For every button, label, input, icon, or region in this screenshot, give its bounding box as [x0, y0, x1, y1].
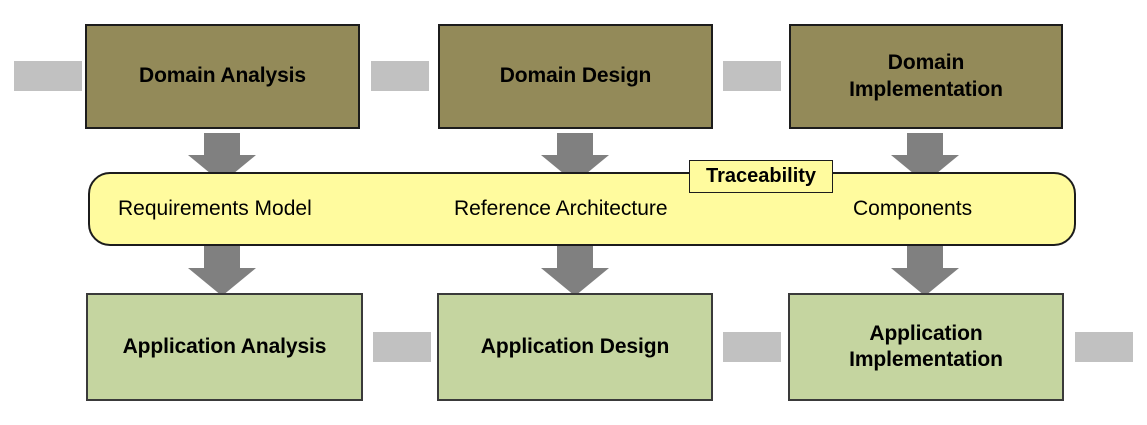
- arrow-shaft: [723, 340, 762, 354]
- process-box-label-line-2: Implementation: [849, 77, 1003, 101]
- traceability-label: Traceability: [705, 165, 817, 187]
- arrow-shaft: [557, 133, 593, 159]
- arrow-down-icon-architecture-to-application-design: [541, 246, 609, 296]
- arrow-shaft: [371, 69, 410, 83]
- process-box-domain-analysis[interactable]: Domain Analysis: [85, 24, 360, 129]
- artifact-label-components: Components: [853, 197, 973, 220]
- process-box-label: Application Analysis: [122, 334, 327, 358]
- process-box-label: Application Design: [480, 334, 670, 358]
- process-box-application-implementation[interactable]: Application Implementation: [788, 293, 1064, 401]
- arrow-down-icon-components-to-application-implementation: [891, 246, 959, 296]
- arrow-shaft: [204, 133, 240, 159]
- process-box-application-analysis[interactable]: Application Analysis: [86, 293, 363, 401]
- arrow-shaft: [204, 246, 240, 272]
- arrow-head: [63, 61, 82, 91]
- traceability-callout[interactable]: Traceability: [689, 160, 833, 193]
- process-box-label: Domain Analysis: [139, 64, 306, 88]
- arrow-shaft: [907, 246, 943, 272]
- artifact-label-reference-architecture: Reference Architecture: [454, 197, 668, 220]
- process-box-label-line-1: Domain: [887, 51, 965, 75]
- arrow-right-icon-application-design-to-implementation: [723, 332, 781, 362]
- arrow-head: [891, 268, 959, 296]
- process-box-domain-design[interactable]: Domain Design: [438, 24, 713, 129]
- process-box-label-line-2: Implementation: [849, 348, 1003, 371]
- arrow-head: [762, 61, 781, 91]
- arrow-shaft: [907, 133, 943, 159]
- arrow-head: [188, 268, 256, 296]
- process-box-label: Domain Design: [499, 64, 652, 88]
- arrow-shaft: [723, 69, 762, 83]
- process-box-application-design[interactable]: Application Design: [437, 293, 713, 401]
- arrow-right-icon-application-analysis-to-design: [373, 332, 431, 362]
- arrow-down-icon-requirements-to-application-analysis: [188, 246, 256, 296]
- process-box-label: Domain Implementation: [843, 50, 1009, 102]
- arrow-shaft: [557, 246, 593, 272]
- process-exit-arrow-icon: [1075, 332, 1133, 362]
- arrow-head: [762, 332, 781, 362]
- process-box-label-line-1: Application: [869, 321, 983, 345]
- arrow-head: [541, 268, 609, 296]
- artifact-band: Requirements Model Reference Architectur…: [88, 172, 1076, 246]
- arrow-shaft: [373, 340, 412, 354]
- arrow-down-icon-domain-implementation-to-components: [891, 133, 959, 183]
- arrow-shaft: [14, 69, 63, 83]
- process-entry-arrow-icon: [14, 61, 82, 91]
- arrow-head: [412, 332, 431, 362]
- arrow-right-icon-domain-design-to-implementation: [723, 61, 781, 91]
- arrow-shaft: [1075, 340, 1114, 354]
- arrow-head: [410, 61, 429, 91]
- artifact-label-requirements-model: Requirements Model: [118, 197, 312, 220]
- process-box-domain-implementation[interactable]: Domain Implementation: [789, 24, 1063, 129]
- process-box-label: Application Implementation: [843, 321, 1009, 373]
- arrow-head: [1114, 332, 1133, 362]
- arrow-right-icon-domain-analysis-to-design: [371, 61, 429, 91]
